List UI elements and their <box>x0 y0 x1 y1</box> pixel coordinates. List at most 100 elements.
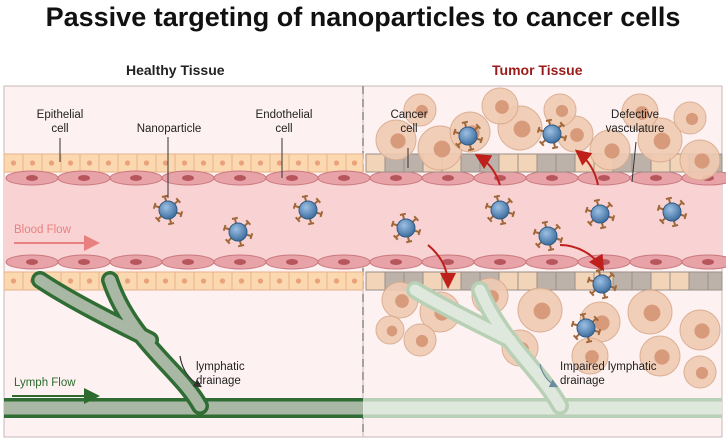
cell-nucleus <box>295 160 302 166</box>
tumor-tissue-cell <box>536 271 557 291</box>
figure-title: Passive targeting of nanoparticles to ca… <box>45 2 681 32</box>
nanoparticle <box>222 216 254 248</box>
cell-nucleus <box>238 278 245 284</box>
cell-nucleus <box>29 160 36 166</box>
cell-nucleus <box>86 278 93 284</box>
endothelial-nucleus <box>702 259 714 265</box>
cell-nucleus <box>143 160 150 166</box>
endothelial-nucleus <box>390 259 402 265</box>
cancer-nucleus <box>694 153 710 169</box>
tumor-tissue-cell <box>365 271 386 291</box>
cancer-nucleus <box>386 325 398 337</box>
blood-vessel-lumen <box>4 178 722 260</box>
cell-nucleus <box>181 278 188 284</box>
impaired-drainage-arrow <box>539 363 559 388</box>
tumor-tissue-cell <box>460 153 481 173</box>
cell-nucleus <box>200 278 207 284</box>
cell-nucleus <box>333 278 340 284</box>
endothelial-nucleus <box>182 175 194 181</box>
cell-nucleus <box>10 278 17 284</box>
tumor-tissue-cell <box>631 271 652 291</box>
cell-nucleus <box>67 278 74 284</box>
cell-nucleus <box>200 160 207 166</box>
tumor-tissue-cell <box>517 271 538 291</box>
cancer-nucleus <box>390 133 406 149</box>
endothelial-nucleus <box>286 175 298 181</box>
healthy-tissue-title: Healthy Tissue <box>126 62 225 78</box>
nanoparticle <box>152 194 184 226</box>
cell-nucleus <box>219 278 226 284</box>
cell-nucleus <box>276 278 283 284</box>
nanoparticle <box>584 198 616 230</box>
endothelial-nucleus <box>130 259 142 265</box>
endothelial-nucleus <box>182 259 194 265</box>
endothelial-nucleus <box>390 175 402 181</box>
cancer-nucleus <box>433 140 451 158</box>
cell-nucleus <box>48 160 55 166</box>
leader-lines <box>59 137 637 198</box>
endothelial-nucleus <box>26 175 38 181</box>
tumor-tissue-cell <box>536 153 557 173</box>
cancer-nucleus <box>694 323 710 339</box>
cell-nucleus <box>333 160 340 166</box>
cell-nucleus <box>276 160 283 166</box>
nanoparticle <box>452 120 484 152</box>
tumor-tissue-cell <box>479 153 500 173</box>
cell-nucleus <box>219 160 226 166</box>
nanoparticle <box>536 118 568 150</box>
nanoparticle <box>390 212 422 244</box>
nanoparticle <box>484 194 516 226</box>
endothelial-nucleus <box>442 175 454 181</box>
tumor-tissue-cell <box>517 153 538 173</box>
endothelial-nucleus <box>598 175 610 181</box>
cancer-nucleus <box>495 100 509 114</box>
cell-nucleus <box>124 278 131 284</box>
cell-nucleus <box>105 160 112 166</box>
cell-nucleus <box>257 278 264 284</box>
cell-nucleus <box>351 160 358 166</box>
cell-nucleus <box>295 278 302 284</box>
endothelial-nucleus <box>78 259 90 265</box>
tumor-tissue-cell <box>365 153 386 173</box>
endothelial-nucleus <box>442 259 454 265</box>
nanoparticle <box>532 220 564 252</box>
tumor-tissue-cell <box>555 153 576 173</box>
cell-nucleus <box>314 160 321 166</box>
cell-nucleus <box>10 160 17 166</box>
cancer-nucleus <box>570 128 584 142</box>
endothelial-nucleus <box>338 259 350 265</box>
nanoparticle <box>292 194 324 226</box>
endothelial-nucleus <box>494 259 506 265</box>
cancer-nucleus <box>415 104 429 118</box>
cell-nucleus <box>257 160 264 166</box>
lymphatic-vessel-tumor <box>363 281 722 418</box>
cell-nucleus <box>162 278 169 284</box>
nanoparticle <box>570 312 602 344</box>
endothelial-nucleus <box>130 175 142 181</box>
lymph-flow-label: Lymph Flow <box>14 377 76 389</box>
endothelial-nucleus <box>26 259 38 265</box>
cancer-nucleus <box>695 366 709 380</box>
cancer-nucleus <box>555 104 569 118</box>
tumor-tissue-cell <box>707 271 723 291</box>
cancer-cells <box>365 87 723 389</box>
cell-nucleus <box>124 160 131 166</box>
endothelial-nucleus <box>650 175 662 181</box>
cancer-nucleus <box>395 294 409 308</box>
cell-nucleus <box>162 160 169 166</box>
cell-nucleus <box>314 278 321 284</box>
endothelial-nucleus <box>286 259 298 265</box>
cancer-nucleus <box>685 112 699 126</box>
tumor-tissue-cell <box>498 153 519 173</box>
cell-nucleus <box>143 278 150 284</box>
cancer-nucleus <box>415 334 429 348</box>
cell-nucleus <box>351 278 358 284</box>
blood-flow-label: Blood Flow <box>14 224 71 236</box>
cancer-nucleus <box>643 304 661 322</box>
lymphatic-vessel-healthy <box>4 271 363 418</box>
endothelial-nucleus <box>546 175 558 181</box>
tumor-tissue-cell <box>688 271 709 291</box>
